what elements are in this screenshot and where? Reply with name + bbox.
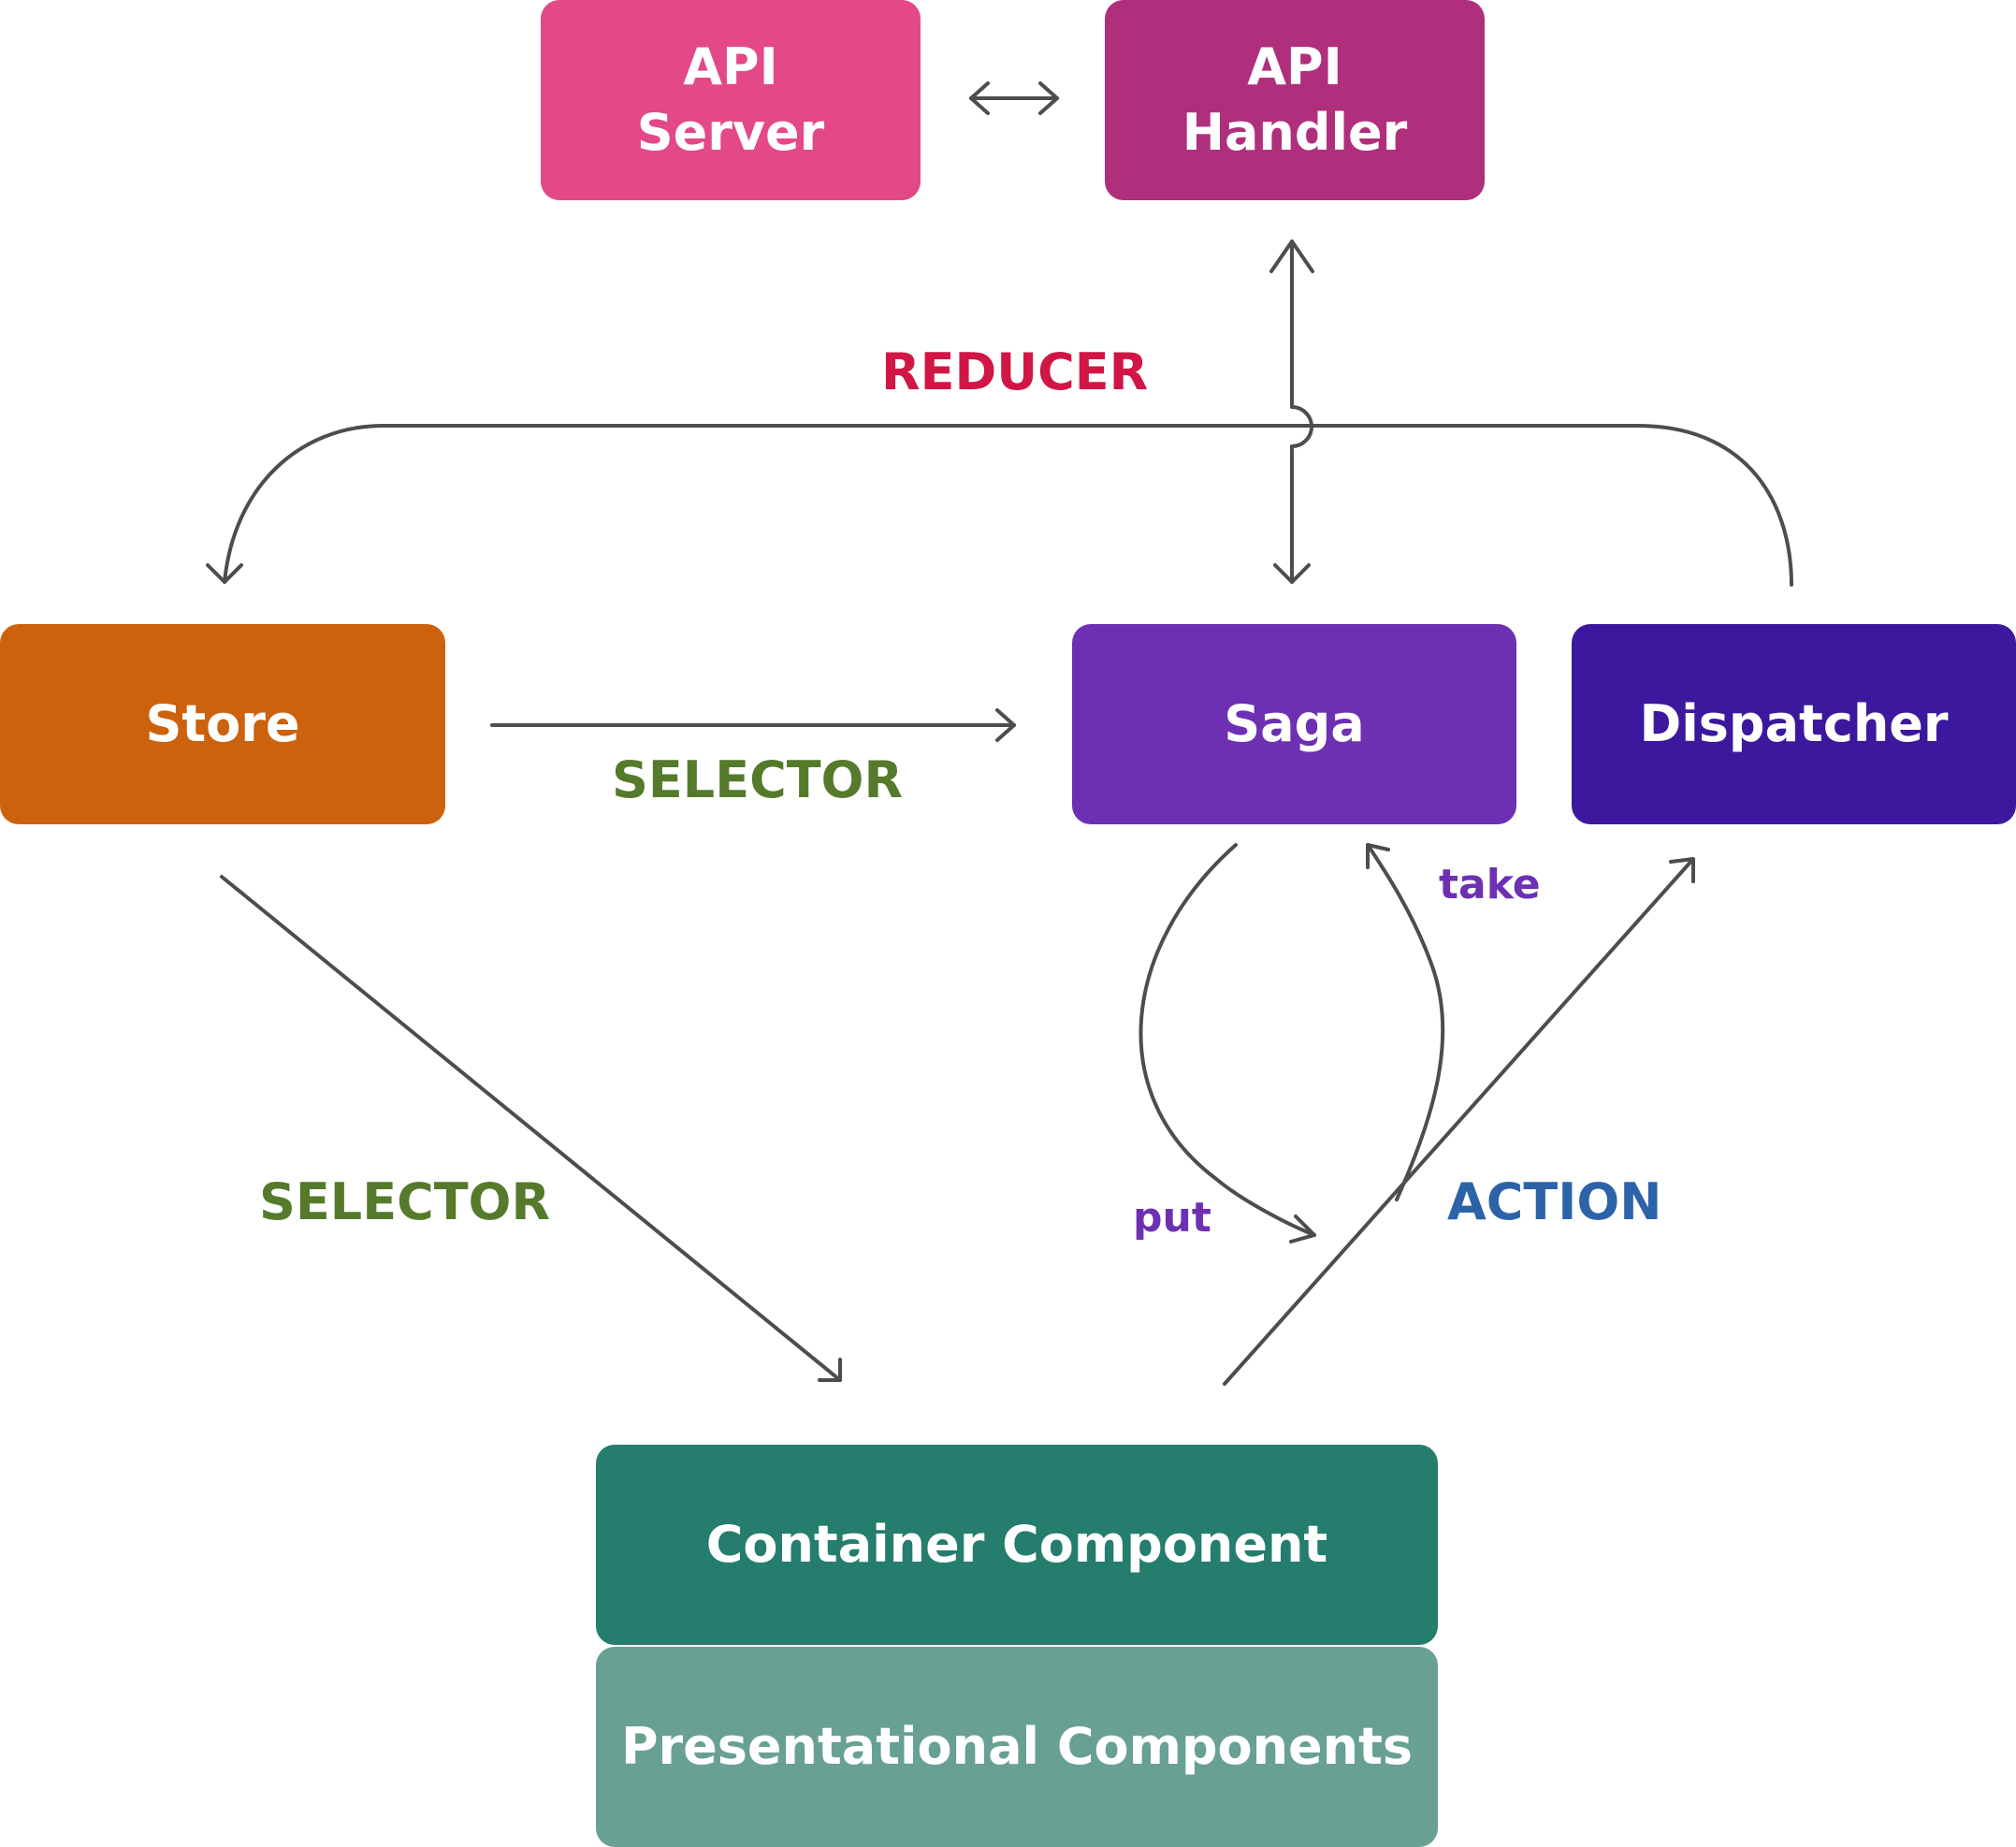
node-saga-label: Saga bbox=[1224, 694, 1365, 753]
label-action: ACTION bbox=[1447, 1172, 1662, 1231]
node-api-server[interactable]: API Server bbox=[541, 0, 921, 200]
node-api-server-label: API Server bbox=[636, 37, 825, 162]
node-dispatcher-label: Dispatcher bbox=[1639, 694, 1949, 753]
node-api-handler-label: API Handler bbox=[1182, 37, 1408, 162]
edge-container-dispatcher bbox=[1223, 857, 1695, 1386]
node-saga[interactable]: Saga bbox=[1072, 624, 1516, 824]
label-selector-bottom: SELECTOR bbox=[259, 1172, 551, 1231]
node-container-component-label: Container Component bbox=[705, 1515, 1328, 1574]
edge-saga-take bbox=[1366, 843, 1445, 1201]
node-api-handler[interactable]: API Handler bbox=[1105, 0, 1485, 200]
node-dispatcher[interactable]: Dispatcher bbox=[1572, 624, 2016, 824]
label-reducer: REDUCER bbox=[881, 342, 1149, 401]
node-container-component[interactable]: Container Component bbox=[596, 1445, 1438, 1645]
edge-api-server-handler bbox=[969, 81, 1059, 115]
edge-store-saga bbox=[490, 708, 1016, 742]
node-store-label: Store bbox=[145, 694, 300, 753]
edge-reducer bbox=[206, 424, 1793, 587]
node-store[interactable]: Store bbox=[0, 624, 445, 824]
label-take: take bbox=[1439, 861, 1541, 909]
edge-handler-saga bbox=[1269, 240, 1314, 584]
edge-saga-put bbox=[1139, 843, 1316, 1243]
label-put: put bbox=[1133, 1194, 1211, 1242]
edge-store-container bbox=[220, 875, 842, 1382]
label-selector-top: SELECTOR bbox=[612, 750, 904, 809]
node-presentational-components[interactable]: Presentational Components bbox=[596, 1647, 1438, 1847]
node-presentational-components-label: Presentational Components bbox=[620, 1717, 1414, 1776]
